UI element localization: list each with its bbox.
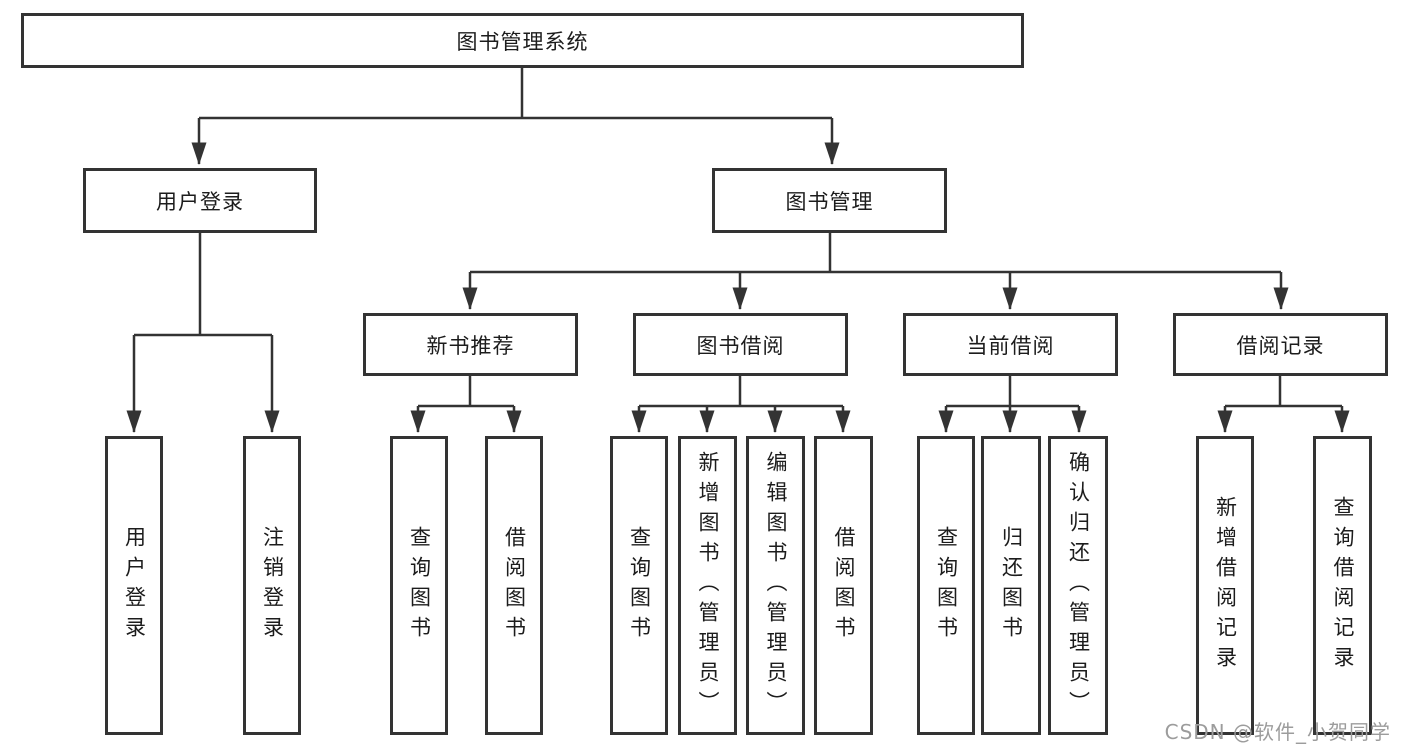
leaf-query-borrow-record: 查询借阅记录 bbox=[1313, 436, 1372, 735]
csdn-watermark: CSDN @软件_小贺同学 bbox=[1164, 720, 1391, 744]
node-user-login: 用户登录 bbox=[83, 168, 317, 233]
connector-current-borrowing-stem bbox=[946, 376, 1079, 408]
leaf-query-books-1-label: 查询图书 bbox=[407, 525, 432, 646]
connector-borrowing-records-stem bbox=[1225, 376, 1342, 408]
leaf-borrow-books-2: 借阅图书 bbox=[814, 436, 873, 735]
leaf-add-books-admin: 新增图书（管理员） bbox=[678, 436, 737, 735]
leaf-query-books-3-label: 查询图书 bbox=[934, 525, 959, 646]
leaf-logout-login: 注销登录 bbox=[243, 436, 301, 735]
node-current-borrowing: 当前借阅 bbox=[903, 313, 1118, 376]
leaf-add-borrow-record: 新增借阅记录 bbox=[1196, 436, 1254, 735]
leaf-edit-books-admin-label: 编辑图书（管理员） bbox=[764, 450, 788, 721]
connector-book-management-stem bbox=[470, 233, 1281, 274]
node-book-management: 图书管理 bbox=[712, 168, 947, 233]
connector-user-login-stem bbox=[134, 233, 272, 337]
leaf-add-books-admin-label: 新增图书（管理员） bbox=[696, 450, 720, 721]
leaf-borrow-books-1: 借阅图书 bbox=[485, 436, 543, 735]
leaf-borrow-books-1-label: 借阅图书 bbox=[502, 525, 527, 646]
leaf-confirm-return-admin: 确认归还（管理员） bbox=[1048, 436, 1108, 735]
leaf-query-books-2-label: 查询图书 bbox=[627, 525, 652, 646]
leaf-query-books-2: 查询图书 bbox=[610, 436, 668, 735]
connector-new-book-stem bbox=[418, 376, 514, 408]
leaf-edit-books-admin: 编辑图书（管理员） bbox=[746, 436, 805, 735]
leaf-confirm-return-admin-label: 确认归还（管理员） bbox=[1066, 450, 1091, 721]
node-library-management-system: 图书管理系统 bbox=[21, 13, 1024, 68]
leaf-user-login: 用户登录 bbox=[105, 436, 163, 735]
leaf-query-borrow-record-label: 查询借阅记录 bbox=[1331, 495, 1355, 676]
leaf-borrow-books-2-label: 借阅图书 bbox=[832, 525, 856, 646]
leaf-query-books-1: 查询图书 bbox=[390, 436, 448, 735]
leaf-add-borrow-record-label: 新增借阅记录 bbox=[1213, 495, 1238, 676]
leaf-user-login-label: 用户登录 bbox=[122, 525, 147, 646]
leaf-return-books: 归还图书 bbox=[981, 436, 1041, 735]
leaf-logout-login-label: 注销登录 bbox=[260, 525, 285, 646]
node-book-borrowing: 图书借阅 bbox=[633, 313, 848, 376]
node-borrowing-records: 借阅记录 bbox=[1173, 313, 1388, 376]
leaf-return-books-label: 归还图书 bbox=[999, 525, 1024, 646]
connector-root-stem bbox=[199, 68, 832, 120]
node-new-book-recommendation: 新书推荐 bbox=[363, 313, 578, 376]
connector-book-borrowing-stem bbox=[639, 376, 843, 408]
leaf-query-books-3: 查询图书 bbox=[917, 436, 975, 735]
